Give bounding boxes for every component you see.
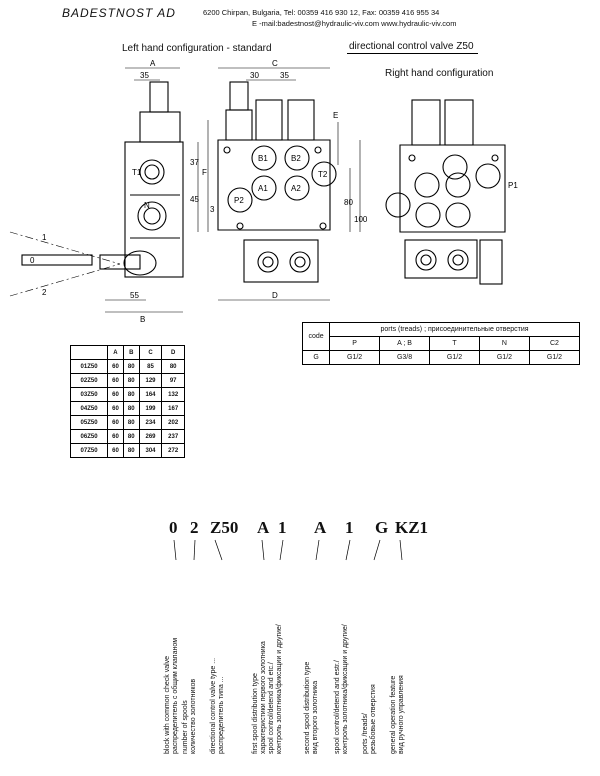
order-code-part: 0 [169, 518, 178, 537]
dim-35b: 35 [280, 71, 289, 80]
port-a2: A2 [291, 184, 301, 193]
port-b2: B2 [291, 154, 301, 163]
connector-line [399, 539, 403, 561]
connector-line [193, 539, 196, 561]
connector-line [214, 539, 223, 561]
dims-cell: 272 [161, 443, 185, 458]
order-code-part: 1 [278, 518, 287, 537]
ports-cell: G1/2 [528, 350, 581, 365]
ports-cell: G1/2 [478, 350, 530, 365]
lever-pos-1: 1 [42, 233, 47, 242]
product-title: directional control valve Z50 [347, 41, 478, 54]
dim-80: 80 [344, 198, 353, 207]
right-view [385, 99, 506, 285]
dim-c: C [272, 59, 278, 68]
dim-f: F [202, 168, 207, 177]
technical-drawing: A 35 30 35 C E 37 F 45 3 80 100 55 B D B… [9, 59, 518, 324]
order-code-part: KZ1 [395, 518, 429, 537]
ports-code-header: code [301, 322, 331, 351]
dims-cell: 80 [122, 373, 140, 388]
dim-55: 55 [130, 291, 139, 300]
connector-line [261, 539, 265, 561]
dim-30: 30 [250, 71, 259, 80]
lever-pos-2: 2 [42, 288, 47, 297]
connector-line [345, 539, 351, 561]
connector-line [279, 539, 284, 561]
dim-37: 37 [190, 158, 199, 167]
lever-pos-0: 0 [30, 256, 35, 265]
table-row: G G1/2 G3/8 G1/2 G1/2 G1/2 [301, 350, 581, 365]
company-name: BADESTNOST AD [62, 6, 176, 20]
port-t1-left: T1 [132, 168, 142, 177]
ports-table: code ports (treads) ; присоединительные … [301, 322, 581, 365]
connector-line [315, 539, 320, 561]
order-code-part: 1 [345, 518, 354, 537]
connector-line [173, 539, 177, 561]
right-config-title: Right hand configuration [385, 68, 494, 79]
connector-line [373, 539, 381, 561]
company-address: 6200 Chirpan, Bulgaria, Tel: 00359 416 9… [203, 8, 440, 17]
dims-cell: 80 [122, 443, 140, 458]
order-code-part: A [314, 518, 327, 537]
company-contacts: E -mail:badestnost@hydraulic-viv.com www… [252, 19, 457, 28]
port-t2: T2 [318, 170, 328, 179]
port-b1: B1 [258, 154, 268, 163]
front-view [217, 81, 337, 283]
dim-35: 35 [140, 71, 149, 80]
ports-code: G [301, 350, 331, 365]
order-code-part: Z50 [210, 518, 239, 537]
dim-100: 100 [354, 215, 368, 224]
dims-cell: 07Z50 [69, 443, 109, 458]
port-p1: P1 [508, 181, 518, 190]
order-code-part: A [257, 518, 270, 537]
port-p2: P2 [234, 196, 244, 205]
order-code-part: G [375, 518, 389, 537]
dim-d: D [272, 291, 278, 300]
order-code-part: 2 [190, 518, 199, 537]
left-config-title: Left hand configuration - standard [122, 43, 272, 54]
dim-e: E [333, 111, 338, 120]
dim-3: 3 [210, 205, 215, 214]
port-n: N [144, 201, 150, 210]
dim-45: 45 [190, 195, 199, 204]
dim-a: A [150, 59, 156, 68]
dim-b: B [140, 315, 145, 324]
dims-cell: 304 [138, 443, 163, 458]
side-view [9, 81, 184, 297]
port-a1: A1 [258, 184, 268, 193]
